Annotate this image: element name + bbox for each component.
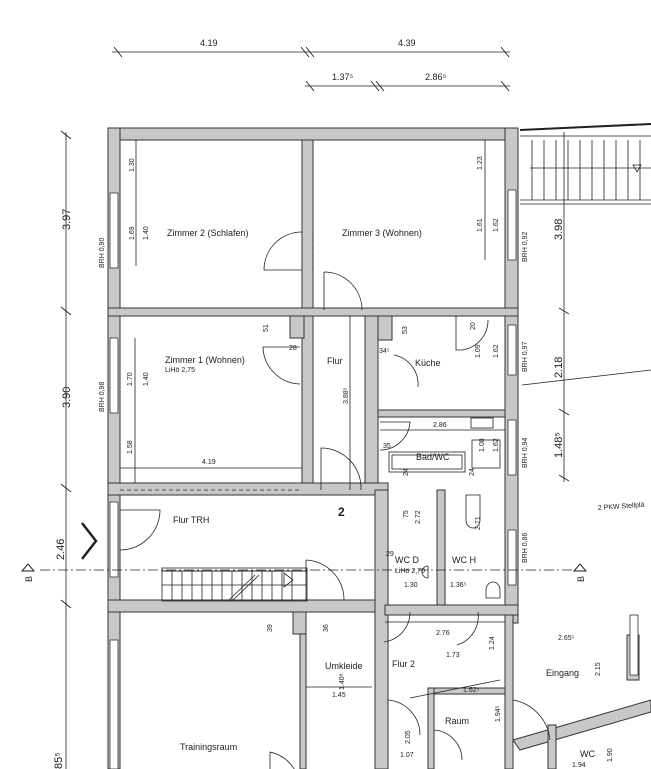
dim-label: 1.73	[446, 652, 460, 659]
window-labels: BRH 0,90 BRH 0,98 BRH 0,92 BRH 0,97 BRH …	[99, 232, 529, 563]
level-number: 2	[338, 505, 345, 519]
dim-label: 1.94	[572, 762, 586, 769]
windows	[109, 189, 639, 769]
brh-label: BRH 0,94	[522, 438, 529, 468]
section-line: B B	[20, 522, 588, 582]
dim-4-19: 4.19	[200, 38, 218, 48]
dim-label: 39	[267, 624, 274, 632]
dim-1-48: 1.48⁵	[553, 432, 565, 458]
dim-label: 28	[289, 345, 297, 352]
top-dimensions: 4.19 4.39 1.37⁵ 2.86⁵	[112, 38, 510, 92]
dim-label: 36	[323, 624, 330, 632]
dim-label: 1.40⁸	[339, 673, 346, 690]
dim-label: 2.05	[405, 730, 412, 744]
fixtures	[388, 417, 501, 599]
room-umkleide: Umkleide	[325, 661, 363, 671]
room-labels: Zimmer 2 (Schlafen) Zimmer 3 (Wohnen) Zi…	[165, 228, 645, 759]
dim-label: 2.65⁵	[558, 635, 575, 642]
dim-label: 3.88⁵	[343, 387, 350, 404]
dim-label: 1.62⁵	[463, 687, 480, 694]
room-zimmer-3: Zimmer 3 (Wohnen)	[342, 228, 422, 238]
dim-label: 1.07	[400, 752, 414, 759]
dim-label: 2.76	[436, 630, 450, 637]
room-flur: Flur	[327, 356, 343, 366]
dim-label: 2.86	[433, 422, 447, 429]
dim-label: 75	[403, 510, 410, 518]
dim-label: 1.30	[129, 158, 136, 172]
dim-3-97: 3.97	[61, 209, 73, 230]
room-flur-trh: Flur TRH	[173, 515, 209, 525]
room-trainingsraum: Trainingsraum	[180, 742, 237, 752]
section-mark-left: B	[24, 576, 34, 582]
dim-label: 1.62	[493, 344, 500, 358]
dim-label: 1.70	[127, 372, 134, 386]
interior-stairs	[161, 567, 308, 602]
room-wc-lower: WC	[580, 749, 595, 759]
dim-3-90: 3.90	[61, 387, 73, 408]
dim-1-37: 1.37⁵	[332, 72, 354, 82]
dim-label: 24	[403, 468, 410, 476]
dim-label: 4.19	[202, 459, 216, 466]
dim-label: 20	[470, 322, 477, 330]
dim-label: 24	[469, 468, 476, 476]
inner-dimensions: 1.30 1.69 1.40 1.70 1.40 1.58 4.19 51 28…	[120, 140, 614, 769]
dim-label: 1.08	[479, 438, 486, 452]
dim-2-18: 2.18	[553, 357, 565, 378]
right-dimensions: 3.98 2.18 1.48⁵	[521, 132, 651, 482]
walls	[107, 127, 651, 769]
dim-label: 2.15	[595, 662, 602, 676]
dim-label: 1.40	[143, 226, 150, 240]
room-raum: Raum	[445, 716, 469, 726]
dim-label: 53	[402, 326, 409, 334]
dim-label: 34⁵	[379, 348, 390, 355]
dim-label: 2.71	[475, 516, 482, 530]
dim-4-39: 4.39	[398, 38, 416, 48]
dim-label: 1.24	[489, 636, 496, 650]
dim-label: 1.61	[477, 218, 484, 232]
room-kueche: Küche	[415, 358, 441, 368]
dim-label: 1.94⁵	[495, 705, 502, 722]
direction-arrow-icon	[81, 522, 98, 560]
dim-2-86: 2.86⁵	[425, 72, 447, 82]
dim-label: 1.58	[127, 440, 134, 454]
room-wc-d: WC D	[395, 555, 419, 565]
dim-label: 1.40	[143, 372, 150, 386]
dim-85: 85⁵	[53, 752, 65, 769]
room-zimmer-1-height: LiHö 2,75	[165, 367, 195, 374]
dim-label: 29	[386, 551, 394, 558]
dim-2-46: 2.46	[55, 539, 67, 560]
dim-label: 1.90	[607, 748, 614, 762]
dim-label: 1.62	[493, 438, 500, 452]
room-wc-h: WC H	[452, 555, 476, 565]
dim-3-98: 3.98	[553, 219, 565, 240]
room-bad-wc: Bad/WC	[416, 452, 450, 462]
dim-label: 2.72	[415, 510, 422, 524]
dim-label: 51	[263, 324, 270, 332]
brh-label: BRH 0,92	[522, 232, 529, 262]
parking-label: 2 PKW Stellplä	[598, 502, 645, 512]
room-flur-2: Flur 2	[392, 659, 415, 669]
room-zimmer-2: Zimmer 2 (Schlafen)	[167, 228, 249, 238]
dim-label: 1.30	[404, 582, 418, 589]
left-dimensions: 3.97 3.90 2.46 85⁵	[53, 130, 73, 769]
doors	[119, 231, 551, 769]
room-eingang: Eingang	[546, 668, 579, 678]
exterior-stairs	[519, 123, 651, 205]
dim-label: 1.45	[332, 692, 346, 699]
dim-label: 35	[383, 443, 391, 450]
dim-label: 1.62	[493, 218, 500, 232]
dim-label: 1.23	[477, 156, 484, 170]
brh-label: BRH 0,90	[99, 238, 106, 268]
section-mark-right: B	[576, 576, 586, 582]
brh-label: BRH 0,97	[522, 342, 529, 372]
dim-label: 1.09	[475, 344, 482, 358]
brh-label: BRH 0,86	[522, 533, 529, 563]
dim-label: 1.69	[129, 226, 136, 240]
dim-label: 1.36⁵	[450, 582, 467, 589]
brh-label: BRH 0,98	[99, 382, 106, 412]
room-wc-d-height: LiHö 2,70	[395, 568, 425, 575]
room-zimmer-1: Zimmer 1 (Wohnen)	[165, 355, 245, 365]
